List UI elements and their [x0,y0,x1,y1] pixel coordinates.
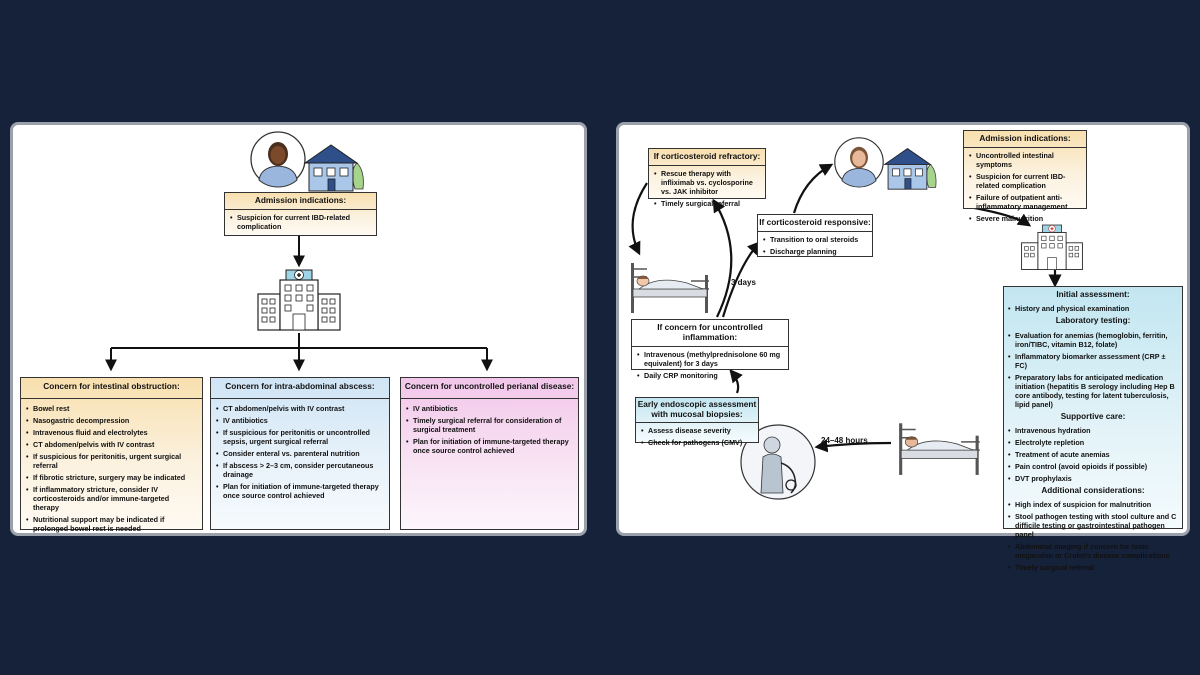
three-days-label: 3 days [731,278,756,287]
supportive-item: Treatment of acute anemias [1008,450,1178,459]
supportive-item: DVT prophylaxis [1008,474,1178,483]
initial-item: History and physical examination [1008,304,1178,313]
inflammation-item: Intravenous (methylprednisolone 60 mg eq… [637,350,784,368]
left-panel: Admission indications: Suspicion for cur… [10,122,587,536]
right-admission-item: Uncontrolled intestinal symptoms [969,151,1082,169]
inflammation-box: If concern for uncontrolled inflammation… [631,319,789,380]
abscess-item: Consider enteral vs. parenteral nutritio… [216,449,384,458]
obstruction-item: Intravenous fluid and electrolytes [26,428,197,437]
right-admission-item: Severe malnutrition [969,214,1082,223]
left-connectors [105,236,493,372]
abscess-item: CT abdomen/pelvis with IV contrast [216,404,384,413]
endoscopic-item: Check for pathogens (CMV) [641,438,754,447]
abscess-title: Concern for intra-abdominal abscess: [211,378,389,399]
supportive-care-title: Supportive care: [1060,411,1126,421]
right-connectors [628,163,1062,453]
additional-considerations-title: Additional considerations: [1041,485,1145,495]
right-admission-item: Failure of outpatient anti-inflammatory … [969,193,1082,211]
house-icon [303,144,364,192]
supportive-item: Pain control (avoid opioids if possible) [1008,462,1178,471]
additional-item: Abdominal imaging if concern for toxic m… [1008,542,1178,560]
abscess-item: IV antibiotics [216,416,384,425]
responsive-item: Transition to oral steroids [763,235,868,244]
inflammation-title: If concern for uncontrolled inflammation… [632,320,788,347]
responsive-title: If corticosteroid responsive: [758,215,872,232]
obstruction-item: If inflammatory stricture, consider IV c… [26,485,197,512]
left-admission-item: Suspicion for current IBD-related compli… [230,213,371,231]
additional-item: High index of suspicion for malnutrition [1008,500,1178,509]
patient-icon [250,131,306,188]
hospital-icon [1021,224,1083,270]
hospital-icon [257,269,341,331]
additional-item: Stool pathogen testing with stool cultur… [1008,512,1178,539]
endoscopic-title: Early endoscopic assessment with mucosal… [636,398,758,423]
perianal-item: Timely surgical referral for considerati… [406,416,573,434]
perianal-item: IV antibiotics [406,404,573,413]
endoscopic-box: Early endoscopic assessment with mucosal… [635,397,759,447]
abscess-item: If suspicious for peritonitis or uncontr… [216,428,384,446]
assessment-box: Initial assessment: History and physical… [1003,286,1183,572]
obstruction-item: CT abdomen/pelvis with IV contrast [26,440,197,449]
perianal-title: Concern for uncontrolled perianal diseas… [401,378,578,399]
left-admission-title: Admission indications: [225,193,376,210]
obstruction-item: If fibrotic stricture, surgery may be in… [26,473,197,482]
abscess-item: If abscess > 2–3 cm, consider percutaneo… [216,461,384,479]
obstruction-item: Nasogastric decompression [26,416,197,425]
abscess-item: Plan for initiation of immune-targeted t… [216,482,384,500]
right-admission-item: Suspicion for current IBD-related compli… [969,172,1082,190]
refractory-title: If corticosteroid refractory: [649,149,765,166]
hospital-bed-icon [899,423,980,475]
laboratory-testing-title: Laboratory testing: [1055,316,1131,326]
refractory-item: Rescue therapy with infliximab vs. cyclo… [654,169,761,196]
responsive-item: Discharge planning [763,247,868,256]
lab-item: Evaluation for anemias (hemoglobin, ferr… [1008,331,1178,349]
right-panel: If corticosteroid refractory: Rescue the… [616,122,1190,572]
house-icon [883,148,937,190]
refractory-item: Timely surgical referral [654,199,761,208]
hours-label: 24–48 hours [821,436,868,445]
obstruction-title: Concern for intestinal obstruction: [21,378,202,399]
obstruction-item: If suspicious for peritonitis, urgent su… [26,452,197,470]
additional-item: Timely surgical referral [1008,563,1178,572]
perianal-item: Plan for initiation of immune-targeted t… [406,437,573,455]
supportive-item: Intravenous hydration [1008,426,1178,435]
obstruction-box: Concern for intestinal obstruction: Bowe… [20,377,203,533]
supportive-item: Electrolyte repletion [1008,438,1178,447]
hospital-bed-icon [631,263,709,313]
obstruction-item: Bowel rest [26,404,197,413]
initial-assessment-title: Initial assessment: [1056,290,1130,299]
refractory-box: If corticosteroid refractory: Rescue the… [648,148,766,208]
right-admission-box: Admission indications: Uncontrolled inte… [963,130,1087,223]
lab-item: Preparatory labs for anticipated medicat… [1008,373,1178,409]
lab-item: Inflammatory biomarker assessment (CRP ±… [1008,352,1178,370]
obstruction-item: Nutritional support may be indicated if … [26,515,197,533]
perianal-box: Concern for uncontrolled perianal diseas… [400,377,579,530]
patient-icon [834,137,884,188]
left-admission-box: Admission indications: Suspicion for cur… [224,192,377,236]
abscess-box: Concern for intra-abdominal abscess: CT … [210,377,390,530]
inflammation-item: Daily CRP monitoring [637,371,784,380]
responsive-box: If corticosteroid responsive: Transition… [757,214,873,257]
endoscopist-icon [740,424,816,500]
endoscopic-item: Assess disease severity [641,426,754,435]
right-admission-title: Admission indications: [964,131,1086,148]
